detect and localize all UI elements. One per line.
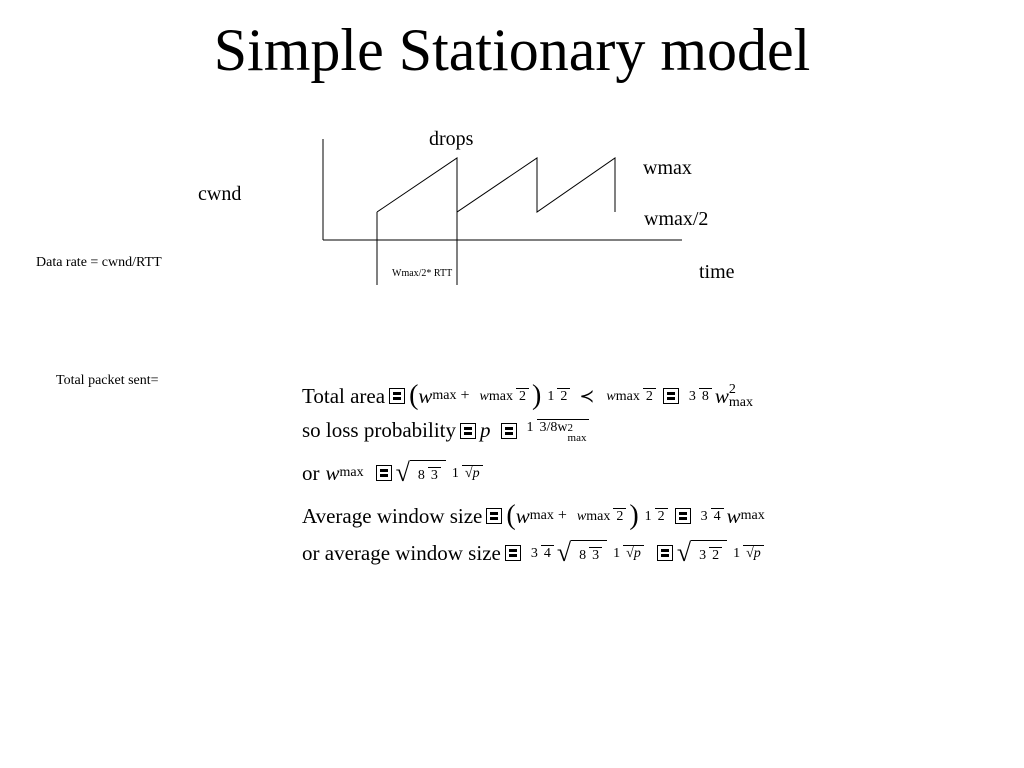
equals-glyph xyxy=(375,465,392,481)
equals-glyph xyxy=(500,422,517,439)
equals-glyph xyxy=(674,508,691,524)
total-packets-text: Total packet sent= xyxy=(56,373,159,388)
data-rate-text: Data rate = cwnd/RTT xyxy=(36,255,162,270)
equals-glyph xyxy=(486,508,503,524)
cwnd-sawtooth xyxy=(376,157,616,213)
equals-glyph xyxy=(656,545,673,561)
eq1-prefix: Total area xyxy=(302,383,386,408)
equals-glyph xyxy=(460,422,477,439)
wmax-label: wmax xyxy=(643,157,692,179)
eq2-prefix: so loss probability xyxy=(302,418,457,442)
period-label: Wmax/2* RTT xyxy=(392,268,453,279)
equals-glyph xyxy=(504,545,521,561)
eq5-prefix: or average window size xyxy=(302,540,501,565)
equals-glyph xyxy=(662,388,679,404)
time-label: time xyxy=(699,261,735,283)
eq4-prefix: Average window size xyxy=(302,503,483,528)
eq3-prefix: or xyxy=(302,460,320,485)
drops-label: drops xyxy=(429,128,474,150)
cwnd-label: cwnd xyxy=(198,183,242,205)
wmax-half-label: wmax/2 xyxy=(644,208,709,230)
page-title: Simple Stationary model xyxy=(213,17,811,83)
equals-glyph xyxy=(389,388,406,404)
